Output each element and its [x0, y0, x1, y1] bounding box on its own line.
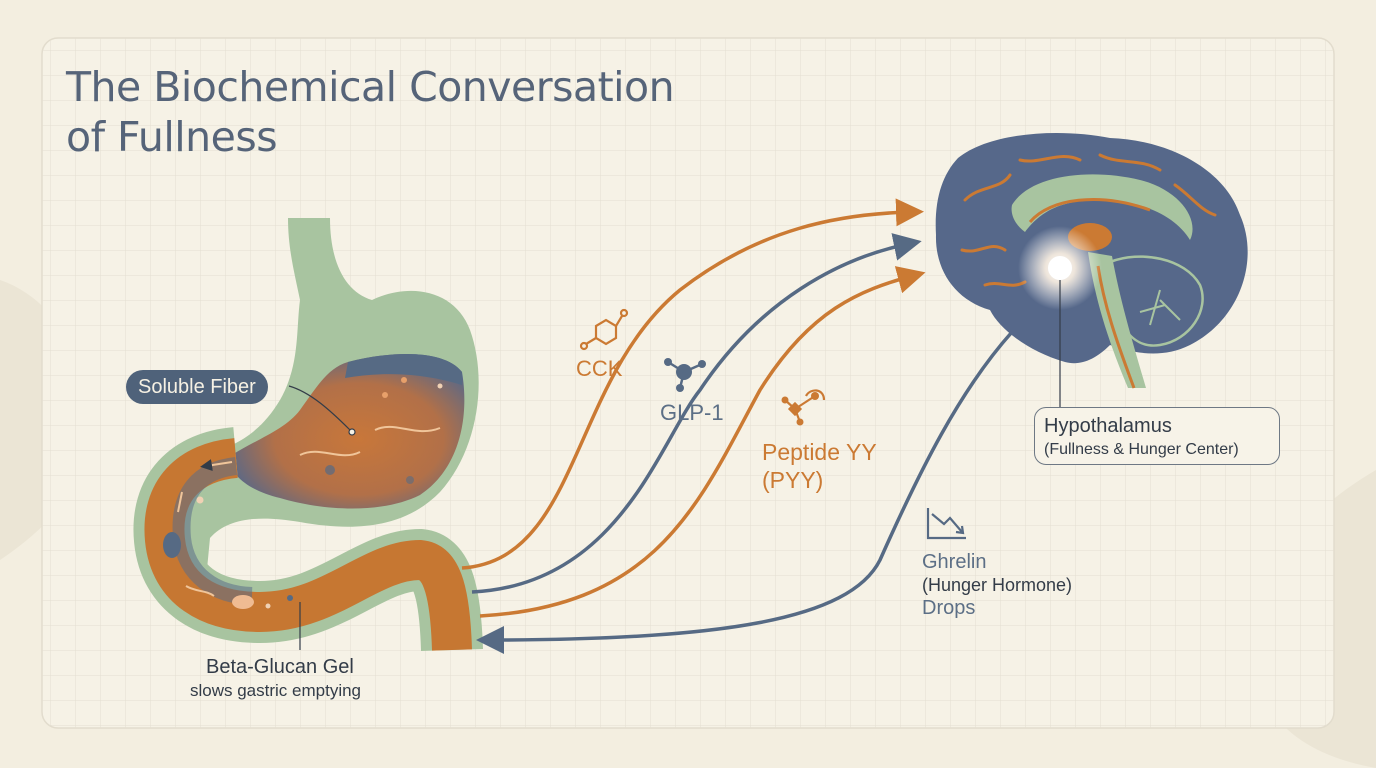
cck-signal-arrow — [461, 198, 924, 570]
hypothalamus-label: Hypothalamus — [1044, 415, 1172, 437]
pyy-label-line-1: Peptide YY — [762, 439, 877, 465]
glp1-signal-arrow — [471, 233, 922, 594]
soluble-fiber-leader — [288, 385, 351, 431]
pyy-label-line-2: (PYY) — [762, 467, 824, 493]
ghrelin-signal-arrow — [476, 330, 1014, 654]
pyy-molecule-icon — [781, 389, 826, 426]
ghrelin-drops-label: Drops — [922, 597, 976, 619]
brain-illustration — [935, 132, 1248, 389]
declining-chart-icon — [926, 508, 966, 540]
title-line-2: of Fullness — [66, 113, 278, 161]
hypothalamus-callout — [1034, 407, 1280, 465]
ghrelin-label: Ghrelin — [922, 551, 987, 573]
cck-molecule-icon — [579, 308, 629, 351]
pyy-signal-arrow — [479, 266, 926, 618]
stomach-illustration — [133, 218, 483, 652]
soluble-fiber-label: Soluble Fiber — [126, 370, 268, 404]
glp1-label: GLP-1 — [660, 400, 724, 425]
hypothalamus-sublabel: (Fullness & Hunger Center) — [1044, 441, 1239, 458]
glp1-molecule-icon — [664, 358, 706, 392]
cck-label: CCK — [576, 356, 623, 381]
beta-glucan-sublabel: slows gastric emptying — [190, 681, 362, 700]
title-line-1: The Biochemical Conversation — [66, 63, 675, 111]
beta-glucan-label: Beta-Glucan Gel — [206, 656, 354, 678]
ghrelin-sublabel: (Hunger Hormone) — [922, 575, 1073, 595]
page-title: The Biochemical Conversation of Fullness — [66, 62, 675, 162]
